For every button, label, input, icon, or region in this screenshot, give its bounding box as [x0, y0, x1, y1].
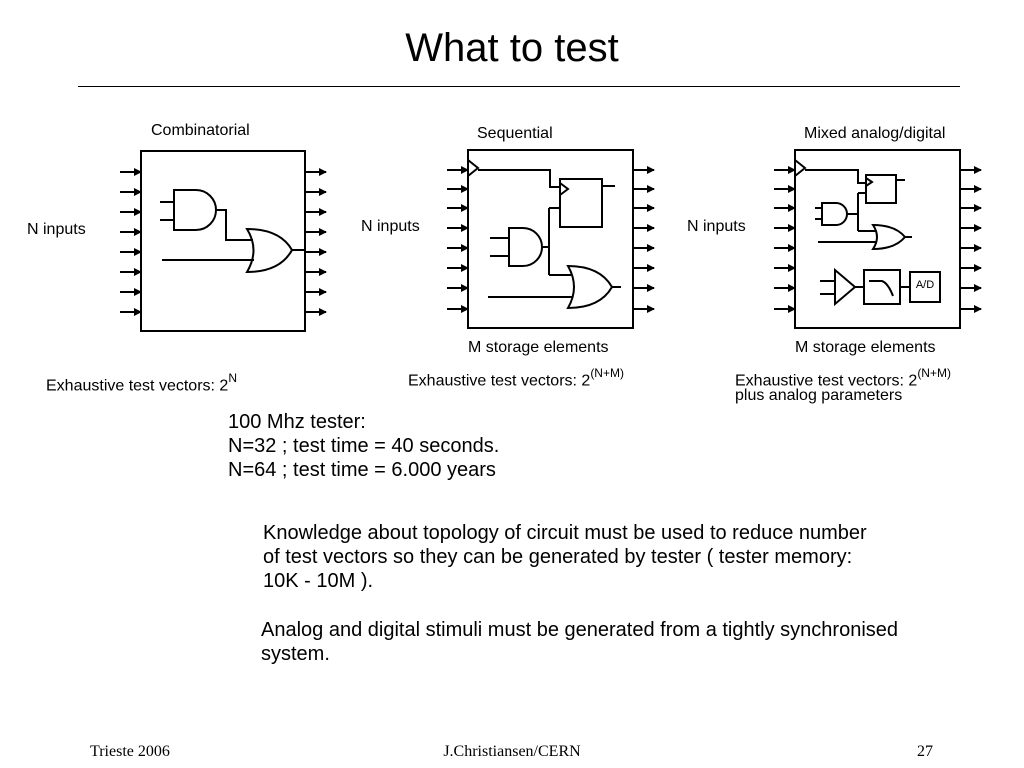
topology-note: Knowledge about topology of circuit must… — [263, 522, 867, 592]
mixed-vectors: Exhaustive test vectors: 2(N+M) — [735, 366, 951, 390]
sequential-label: Sequential — [477, 125, 553, 142]
combinatorial-input-arrows — [120, 168, 142, 316]
slide-title: What to test — [405, 26, 619, 70]
sequential-input-arrows — [447, 166, 469, 313]
combinatorial-label: Combinatorial — [151, 122, 250, 139]
mixed-input-arrows — [774, 166, 796, 313]
sequential-storage-label: M storage elements — [468, 339, 609, 356]
and-gate-icon — [490, 227, 549, 267]
sequential-output-arrows — [633, 166, 655, 313]
amplifier-icon — [820, 267, 864, 307]
mixed-label: Mixed analog/digital — [804, 125, 946, 142]
combinatorial-vectors: Exhaustive test vectors: 2N — [46, 371, 237, 395]
sequential-vectors: Exhaustive test vectors: 2(N+M) — [408, 366, 624, 390]
page-number: 27 — [917, 743, 933, 760]
or-gate-icon — [818, 223, 912, 251]
clock-wire — [805, 169, 866, 184]
title-divider — [78, 86, 960, 87]
mixed-diagram — [774, 149, 982, 329]
mixed-block — [794, 149, 961, 329]
combinatorial-output-arrows — [305, 168, 327, 316]
combinatorial-inputs-label: N inputs — [27, 221, 86, 238]
mixed-output-arrows — [960, 166, 982, 313]
combinatorial-diagram — [120, 150, 327, 332]
and-gate-icon — [815, 202, 858, 226]
mixed-inputs-label: N inputs — [687, 218, 746, 235]
footer-left: Trieste 2006 — [90, 743, 170, 760]
tester-line: N=64 ; test time = 6.000 years — [228, 459, 496, 481]
or-gate-icon — [162, 227, 305, 274]
and-gate-icon — [160, 189, 217, 231]
sequential-inputs-label: N inputs — [361, 218, 420, 235]
flip-flop-icon — [857, 174, 905, 232]
or-gate-icon — [488, 264, 621, 310]
tester-info: 100 Mhz tester: N=32 ; test time = 40 se… — [228, 410, 499, 482]
clock-input-icon — [794, 159, 807, 177]
sequential-diagram — [447, 149, 655, 329]
stimuli-note: Analog and digital stimuli must be gener… — [261, 619, 899, 665]
flip-flop-icon — [548, 178, 615, 276]
mixed-vectors-extra: plus analog parameters — [735, 387, 903, 404]
mixed-storage-label: M storage elements — [795, 339, 936, 356]
adc-block — [909, 271, 941, 303]
clock-input-icon — [467, 159, 480, 177]
sequential-block — [467, 149, 634, 329]
filter-icon — [863, 269, 910, 305]
adc-label: A/D — [915, 279, 935, 291]
gate-wire — [216, 209, 253, 241]
footer-center: J.Christiansen/CERN — [443, 743, 581, 760]
combinatorial-block — [140, 150, 306, 332]
tester-line: N=32 ; test time = 40 seconds. — [228, 435, 500, 457]
tester-line: 100 Mhz tester: — [228, 411, 366, 433]
clock-wire — [478, 169, 560, 188]
